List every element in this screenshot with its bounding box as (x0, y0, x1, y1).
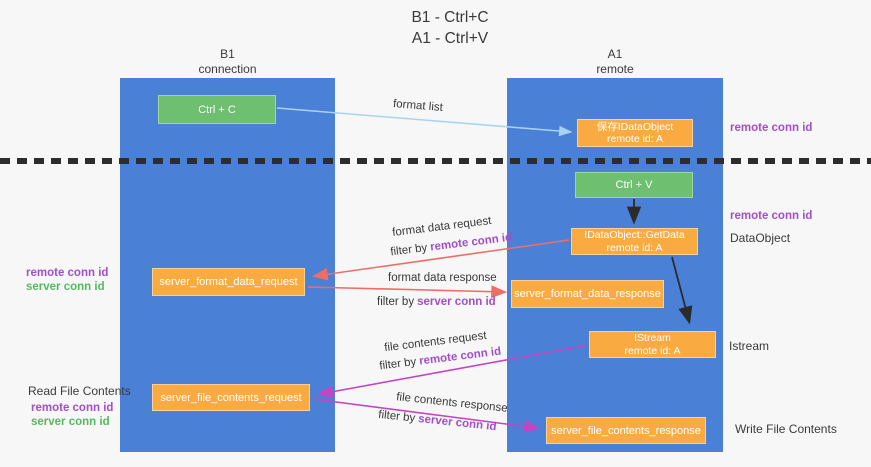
title-line-2: A1 - Ctrl+V (411, 30, 489, 47)
node-server-format-data-request: server_format_data_request (152, 268, 305, 296)
remote-conn-id-text: remote conn id (418, 345, 502, 368)
annotation-conn-ids-bottom: remote conn id server conn id (31, 402, 113, 429)
node-ctrl-v-label: Ctrl + V (615, 179, 653, 191)
lane-a1-subtitle: remote (596, 61, 634, 76)
server-conn-id-text: server conn id (417, 413, 498, 434)
node-server-file-contents-request: server_file_contents_request (152, 384, 310, 411)
label-format-data-response: format data response (388, 272, 497, 284)
label-format-list: format list (392, 98, 444, 114)
node-istream: IStream remote id: A (589, 331, 716, 358)
lane-b1-subtitle: connection (198, 61, 257, 76)
node-getdata-line1: IDataObject::GetData (584, 229, 685, 241)
label-file-contents-response: file contents response (395, 391, 509, 415)
title-line-1: B1 - Ctrl+C (411, 9, 489, 26)
filter-by-text: filter by (378, 355, 417, 373)
lane-a1-name: A1 (607, 47, 623, 61)
lane-header-b1: B1 connection (120, 47, 335, 76)
filter-by-text: filter by (389, 241, 428, 259)
annotation-dataobject: DataObject (730, 231, 791, 245)
node-server-format-data-response: server_format_data_response (511, 280, 664, 308)
lane-header-a1: A1 remote (507, 47, 723, 76)
annotation-read-file-contents: Read File Contents (28, 384, 131, 398)
node-save-idataobject: 保存IDataObject remote id: A (577, 119, 693, 147)
node-istream-line1: IStream (634, 332, 671, 344)
node-ctrl-v: Ctrl + V (575, 172, 693, 198)
node-file-request-label: server_file_contents_request (160, 391, 302, 404)
annotation-istream: Istream (729, 339, 770, 353)
remote-conn-id-text: remote conn id (429, 231, 513, 254)
node-save-idataobject-line2: remote id: A (606, 133, 664, 145)
annotation-left-server-conn-id-bottom: server conn id (31, 415, 110, 428)
node-format-request-label: server_format_data_request (159, 276, 298, 288)
annotation-write-file-contents: Write File Contents (735, 422, 837, 436)
node-idataobject-getdata: IDataObject::GetData remote id: A (571, 228, 698, 255)
annotation-left-remote-conn-id-bottom: remote conn id (31, 402, 114, 414)
filter-by-text: filter by (377, 408, 416, 425)
node-getdata-line2: remote id: A (606, 241, 663, 254)
diagram-title: B1 - Ctrl+C A1 - Ctrl+V (330, 7, 570, 49)
annotation-left-server-conn-id-top: server conn id (26, 280, 105, 293)
edge-format-data-response (307, 285, 508, 299)
filter-by-text: filter by (377, 296, 415, 308)
node-format-response-label: server_format_data_response (514, 288, 661, 300)
node-istream-line2: remote id: A (624, 344, 681, 357)
server-conn-id-text: server conn id (417, 296, 496, 308)
annotation-remote-conn-id-top: remote conn id (730, 122, 813, 134)
annotation-remote-conn-id-mid: remote conn id (730, 210, 813, 222)
node-save-idataobject-line1: 保存IDataObject (596, 120, 674, 133)
node-ctrl-c-label: Ctrl + C (198, 103, 236, 116)
annotation-left-remote-conn-id-top: remote conn id (26, 267, 109, 279)
lane-b1-name: B1 (220, 47, 235, 61)
node-server-file-contents-response: server_file_contents_response (546, 417, 706, 444)
node-file-response-label: server_file_contents_response (551, 424, 701, 437)
annotation-conn-ids-top: remote conn id server conn id (26, 267, 108, 294)
phase-divider-dashed-line (0, 158, 871, 164)
node-ctrl-c: Ctrl + C (158, 95, 276, 124)
